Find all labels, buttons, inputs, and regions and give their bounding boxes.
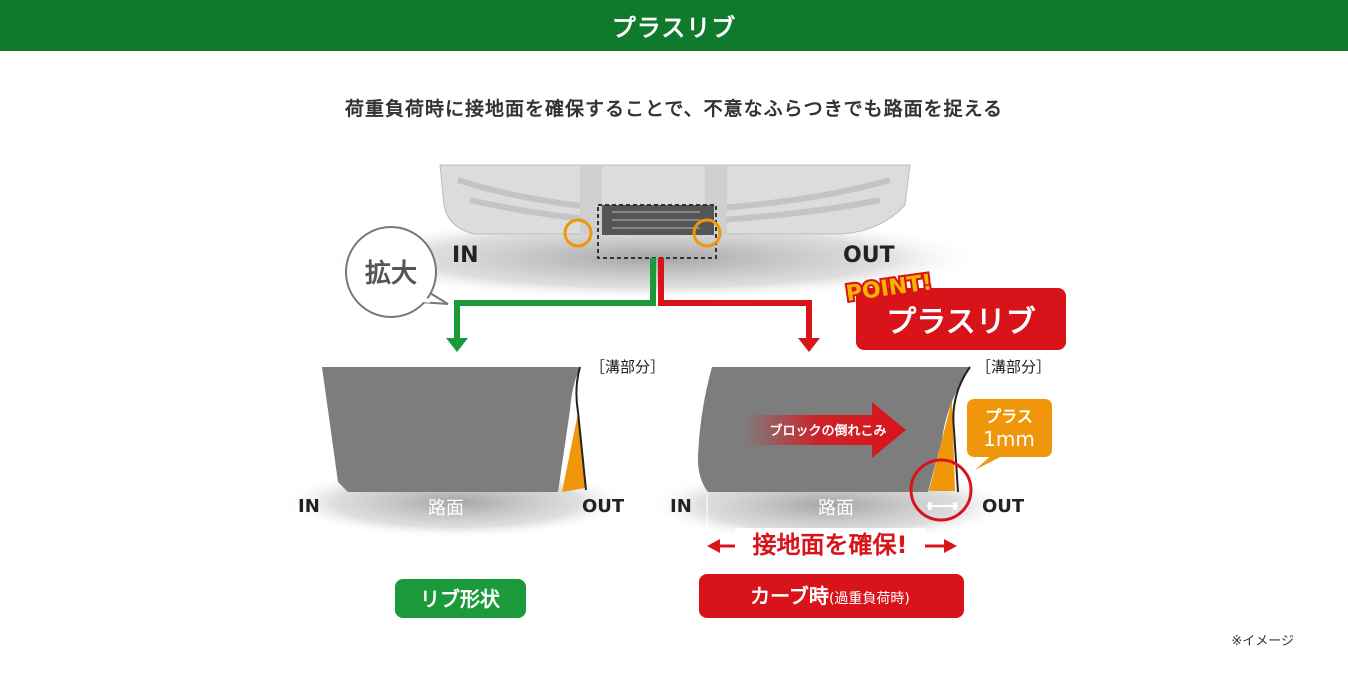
block-tilt-arrow (745, 402, 906, 458)
left-tread-block (322, 367, 580, 492)
left-in-label: IN (298, 496, 320, 517)
left-caption: リブ形状 (420, 587, 501, 611)
page-header: プラスリブ (0, 0, 1348, 51)
zoom-bubble: 拡大 (345, 226, 449, 318)
top-in-label: IN (452, 243, 479, 268)
red-branch-arrow (658, 258, 812, 340)
right-caption: カーブ時(過重負荷時) (750, 584, 910, 608)
in-edge-marker (563, 218, 593, 248)
left-road-label: 路面 (428, 498, 464, 519)
contact-secured-label: 接地面を確保! (753, 531, 908, 559)
left-groove-label: ［溝部分］ (590, 358, 665, 376)
block-tilt-label: ブロックの倒れこみ (769, 423, 886, 439)
right-orange-edge (929, 400, 955, 491)
contact-circle (909, 458, 973, 522)
page-subtitle: 荷重負荷時に接地面を確保することで、不意なふらつきでも路面を捉える (344, 98, 1004, 120)
point-badge: プラスリブ POINT! (843, 268, 1066, 350)
right-caption-box (699, 574, 964, 618)
plus-label: プラス (985, 407, 1033, 426)
left-caption-box (395, 579, 526, 618)
plus-1mm-box (967, 399, 1052, 457)
right-caption-main: カーブ時 (750, 584, 829, 608)
image-footnote: ※イメージ (1231, 634, 1294, 649)
out-edge-marker (692, 218, 722, 248)
left-panel: ［溝部分］ IN 路面 OUT リブ形状 (281, 358, 665, 618)
green-branch-arrow (454, 258, 656, 340)
one-mm-label: 1mm (983, 427, 1035, 451)
right-caption-sub: (過重負荷時) (829, 591, 910, 607)
point-badge-box (856, 288, 1066, 350)
header-title: プラスリブ (611, 14, 737, 42)
right-in-label: IN (670, 496, 692, 517)
top-out-label: OUT (843, 243, 895, 268)
right-road-label: 路面 (818, 498, 854, 519)
branch-arrows (446, 258, 820, 352)
right-panel: ブロックの倒れこみ プラス 1mm ［溝部分］ IN 路面 OUT 接地面を確保… (645, 358, 1052, 618)
left-out-label: OUT (582, 496, 625, 517)
point-badge-title: プラスリブ (886, 305, 1035, 340)
zoom-selection-box (597, 204, 717, 259)
right-groove-label: ［溝部分］ (976, 358, 1051, 376)
right-out-label: OUT (982, 496, 1025, 517)
zoom-label: 拡大 (365, 259, 417, 289)
